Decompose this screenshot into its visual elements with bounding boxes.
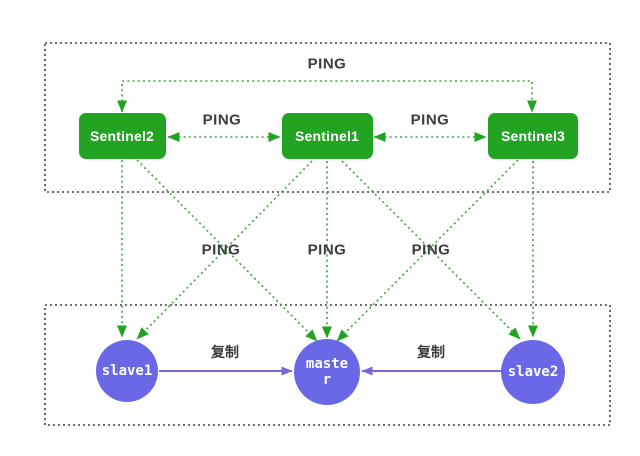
replicate-label-right: 复制 bbox=[417, 344, 445, 360]
edge-sentinel1-slave1 bbox=[136, 160, 313, 340]
redis-group-box bbox=[44, 304, 611, 426]
ping-label-mid-right: PING bbox=[411, 241, 451, 259]
ping-label-mid-center: PING bbox=[307, 241, 347, 259]
slave1-node bbox=[96, 340, 158, 402]
sentinel2-label: Sentinel2 bbox=[89, 128, 155, 144]
sentinel3-label: Sentinel3 bbox=[500, 128, 566, 144]
ping-label-s2-s1: PING bbox=[202, 111, 242, 129]
slave2-node bbox=[501, 340, 565, 404]
sentinel1-box bbox=[282, 113, 373, 159]
ping-label-top: PING bbox=[307, 55, 347, 73]
sentinel3-box bbox=[488, 113, 578, 159]
sentinel1-label: Sentinel1 bbox=[294, 128, 360, 144]
slave1-label: slave1 bbox=[101, 363, 153, 379]
sentinel-group-box bbox=[44, 42, 611, 193]
edge-sentinel1-slave2 bbox=[341, 160, 521, 340]
master-node bbox=[294, 339, 360, 405]
master-label: master bbox=[305, 355, 349, 388]
slave2-label: slave2 bbox=[507, 364, 559, 380]
edge-sentinel3-master bbox=[336, 159, 519, 342]
edge-sentinel2-master bbox=[136, 159, 318, 342]
replicate-label-left: 复制 bbox=[211, 344, 239, 360]
sentinel2-box bbox=[79, 113, 166, 159]
edge-sentinel2-sentinel3-ping bbox=[117, 80, 537, 113]
ping-label-s1-s3: PING bbox=[410, 111, 450, 129]
ping-label-mid-left: PING bbox=[201, 241, 241, 259]
